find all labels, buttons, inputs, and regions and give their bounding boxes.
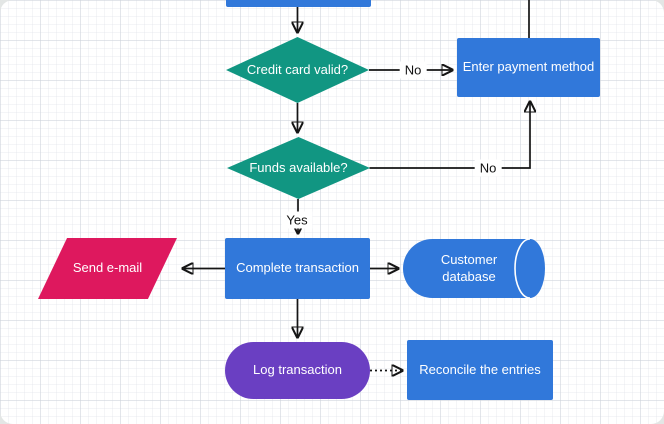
node-funds-available-label: Funds available?: [249, 159, 348, 175]
node-complete-transaction[interactable]: Complete transaction: [225, 238, 370, 299]
node-reconcile-entries[interactable]: Reconcile the entries: [407, 340, 553, 400]
node-enter-payment-method-label: Enter payment method: [462, 59, 595, 75]
edge-label-funds-no[interactable]: No: [474, 159, 502, 177]
node-log-transaction[interactable]: Log transaction: [225, 342, 370, 399]
node-enter-payment-method[interactable]: Enter payment method: [457, 38, 600, 97]
node-start-partial[interactable]: [226, 0, 371, 7]
node-send-email-label: Send e-mail: [72, 260, 143, 276]
node-reconcile-entries-label: Reconcile the entries: [419, 361, 541, 377]
edge-funds-no-to-enter-payment[interactable]: [369, 103, 531, 169]
node-customer-database[interactable]: Customer database: [403, 238, 545, 299]
edge-label-credit-no[interactable]: No: [399, 61, 427, 79]
edge-label-funds-yes[interactable]: Yes: [281, 211, 313, 229]
cylinder-shape-icon: [403, 238, 545, 299]
node-log-transaction-label: Log transaction: [253, 362, 342, 378]
node-complete-transaction-label: Complete transaction: [236, 260, 359, 276]
node-credit-card-valid-label: Credit card valid?: [246, 61, 349, 77]
